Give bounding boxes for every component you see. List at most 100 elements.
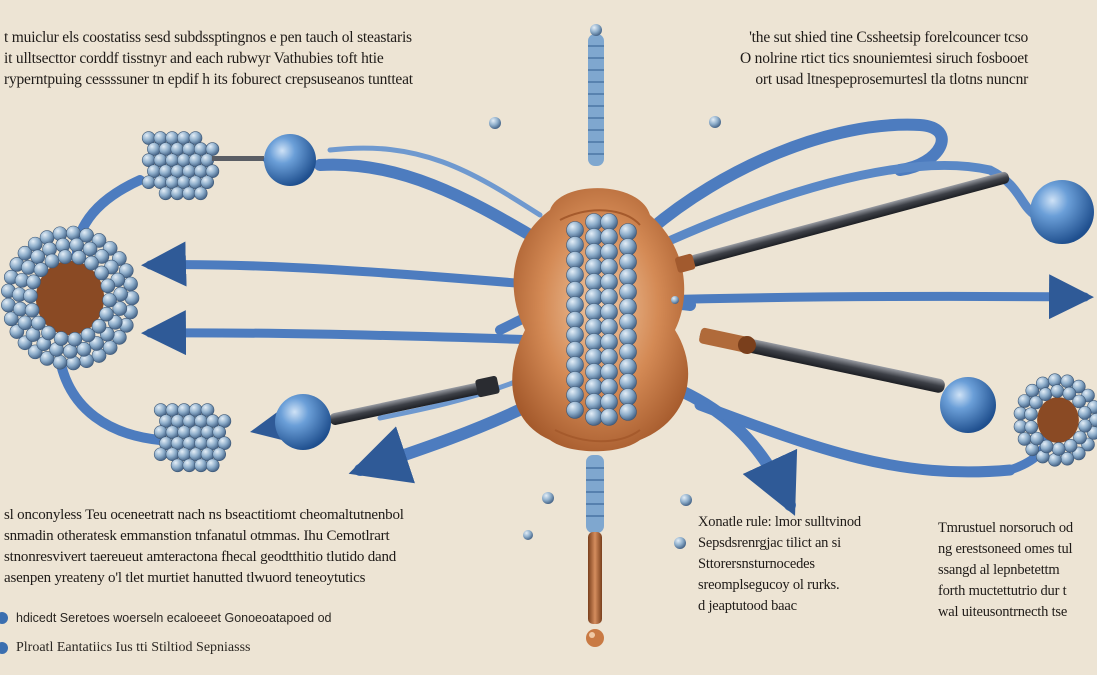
sphere-icon (250, 134, 1094, 450)
bead (585, 348, 603, 366)
text-line: wal uiteusontrnecth tse (938, 604, 1068, 620)
bead (600, 408, 618, 426)
bead (585, 228, 603, 246)
bead (44, 253, 60, 269)
bead (200, 175, 214, 190)
bead (619, 373, 637, 391)
bead (600, 258, 618, 276)
bead (619, 298, 637, 316)
bead-ring-right (1013, 373, 1097, 467)
bead (566, 386, 584, 404)
bead (1050, 384, 1065, 398)
bead (39, 351, 55, 366)
bead (31, 315, 46, 331)
bead (585, 318, 603, 336)
bead (619, 388, 637, 406)
bead (57, 249, 73, 265)
bead (69, 237, 84, 253)
bead (585, 213, 603, 231)
text-line: 'the sut shied tine Cssheetsip forelcoun… (749, 29, 1029, 46)
bead (194, 458, 208, 473)
bead (1072, 394, 1086, 409)
legend-item: Plroatl Eantatiics Ius tti Stiltiod Sepn… (0, 638, 251, 658)
bead (619, 358, 637, 376)
top-stalk (588, 24, 604, 166)
bead (41, 325, 56, 341)
bead (170, 186, 185, 201)
bead (182, 458, 197, 473)
bead (585, 303, 603, 321)
bead (79, 227, 94, 243)
ribbon-top-right-1 (644, 118, 948, 236)
bead (80, 327, 96, 343)
bead (212, 425, 226, 439)
bead-cluster-top-left (141, 131, 220, 201)
center-organ-icon (512, 188, 689, 452)
bead (200, 403, 215, 417)
bead (102, 292, 117, 308)
bead (1017, 432, 1032, 446)
text-line: forth muctettutrio dur t (938, 583, 1067, 599)
legend-label: Plroatl Eantatiics Ius tti Stiltiod Sepn… (16, 640, 251, 655)
bead (1078, 418, 1092, 433)
bead (91, 319, 107, 334)
bead (600, 363, 618, 381)
bead (71, 250, 87, 265)
bead (1030, 431, 1044, 446)
bead (1051, 442, 1066, 456)
text-line: O nolrine rtict tics snouniemtesi siruch… (740, 50, 1029, 67)
text-line: ng erestsoneed omes tul (938, 541, 1073, 557)
bead (24, 302, 40, 318)
bottom-stalk (586, 455, 604, 647)
bead (585, 258, 603, 276)
ribbon-arrow-left-2 (141, 310, 545, 356)
bead (170, 458, 185, 473)
bead (188, 131, 203, 145)
bead (585, 408, 603, 426)
legend-label: hdicedt Seretoes woerseln ecaloeeet Gono… (16, 611, 332, 625)
probe-rod-icon (212, 156, 1010, 425)
ribbon-top-right-2 (655, 160, 1040, 250)
ribbon-arrow-left-1 (141, 241, 545, 290)
bead (205, 458, 220, 473)
bead (158, 186, 173, 201)
text-line: Sepsdsrenrgjac tilict an si (698, 535, 841, 551)
text-line: ssangd al lepnbetettm (938, 562, 1060, 578)
bead (566, 296, 584, 314)
bead (1073, 430, 1087, 445)
bead (17, 315, 33, 331)
text-block-bottom-left: sl onconyless Teu oceneetratt nach ns bs… (4, 505, 404, 589)
text-block-bottom-center: Xonatle rule: lmor sulltvinod Sepsdsrenr… (698, 512, 861, 617)
bead (67, 331, 83, 347)
bead (566, 326, 584, 344)
bead-cluster-bottom-left (153, 403, 232, 473)
bead (52, 354, 68, 370)
bead (53, 331, 69, 346)
bead (585, 378, 603, 396)
bead (566, 281, 584, 299)
bead (84, 255, 99, 271)
bead (217, 414, 232, 428)
text-line: asenpen yreateny o'l tlet murtiet hanutt… (4, 570, 366, 586)
bead (1063, 438, 1078, 453)
bead (1038, 387, 1053, 402)
bead (153, 447, 168, 462)
ribbon-bottom-right-2 (694, 399, 1016, 478)
bead (566, 371, 584, 389)
bead (1071, 379, 1086, 394)
text-line: Sttorersnsturnocedes (698, 556, 815, 572)
legend-dot-icon (0, 612, 8, 624)
bead (141, 175, 156, 190)
bead (566, 341, 584, 359)
bead (600, 213, 618, 231)
text-line: ort usad ltnespeprosemurtesl tla tlotns … (755, 71, 1029, 88)
bead (1024, 420, 1039, 434)
bead (566, 221, 584, 239)
text-line: it ulltsecttor corddf tisstnyr and each … (4, 50, 384, 67)
bead (619, 328, 637, 346)
bead (1039, 439, 1054, 454)
bead (585, 363, 603, 381)
text-block-bottom-right: Tmrustuel norsoruch od ng erestsoneed om… (938, 518, 1073, 623)
text-line: t muiclur els coostatiss sesd subdssptin… (4, 29, 412, 46)
bead (600, 318, 618, 336)
